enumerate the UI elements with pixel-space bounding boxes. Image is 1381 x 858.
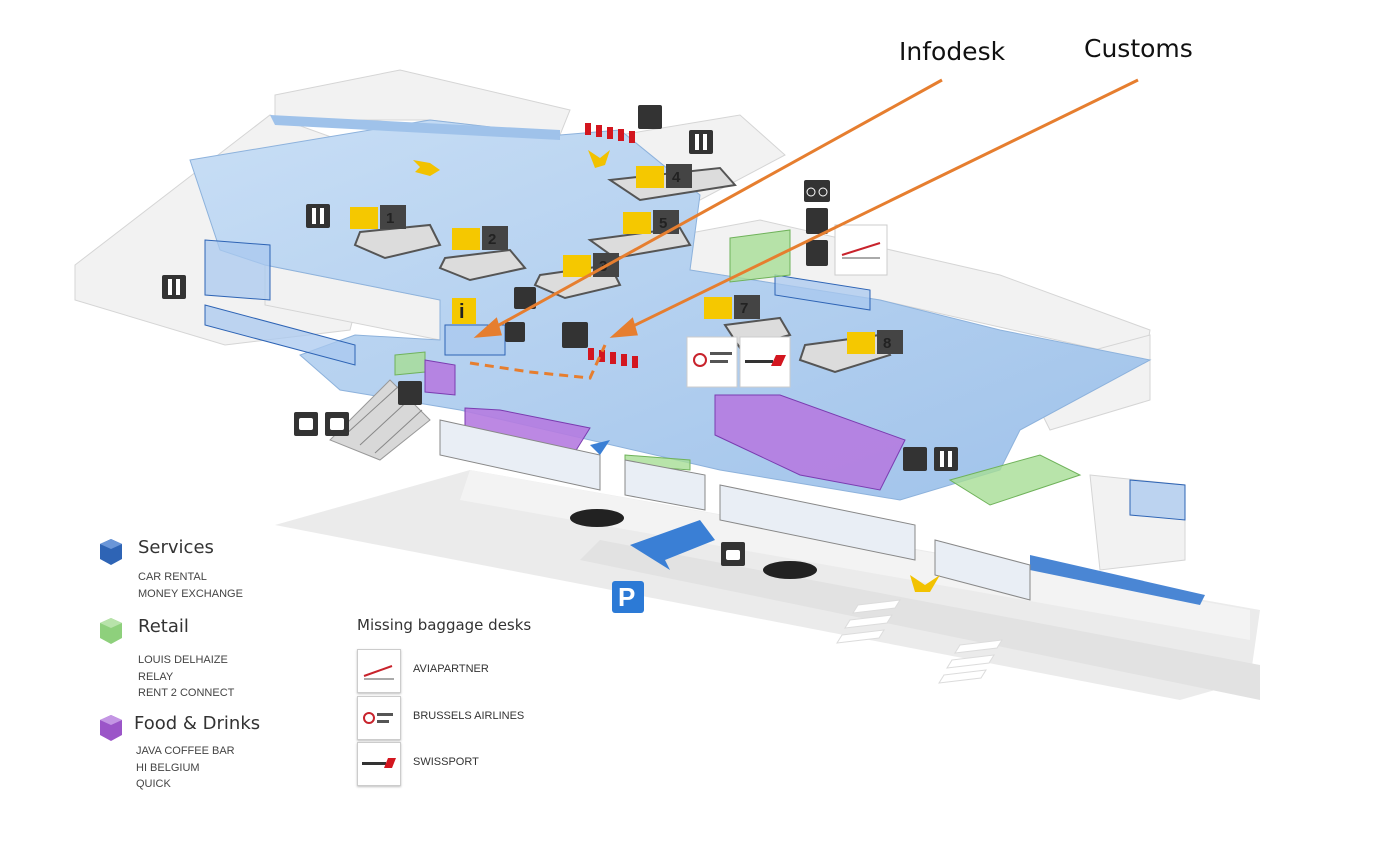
restroom-icon [689, 130, 713, 154]
legend-title: Services [138, 537, 214, 558]
swissport-logo-icon [357, 742, 401, 786]
svg-text:P: P [618, 582, 635, 612]
food-cube-icon [100, 715, 122, 741]
legend-items: CAR RENTAL MONEY EXCHANGE [138, 571, 243, 600]
desk-name: AVIAPARTNER [413, 663, 489, 675]
pictogram-glyphs [168, 134, 952, 560]
ground-area [275, 470, 1260, 700]
svg-text:i: i [459, 301, 465, 323]
callout-arrows [469, 78, 1139, 380]
aviapartner-logo-icon [357, 649, 401, 693]
belt-sign-2: 2 [452, 226, 508, 250]
customs-arrow [624, 78, 1139, 332]
legend-items: JAVA COFFEE BAR HI BELGIUM QUICK [136, 745, 235, 790]
facade [439, 419, 1031, 601]
atm-icon [514, 287, 536, 309]
customs-barrier [585, 123, 638, 368]
customs-route-dashed [469, 344, 607, 380]
services-zones [204, 239, 1186, 521]
belt-number: 2 [488, 231, 496, 248]
phone-icon [505, 322, 525, 342]
parking-icon: P [612, 581, 644, 613]
elevator-icon [903, 447, 927, 471]
belt-number: 1 [386, 210, 394, 227]
belt-number: 8 [883, 335, 891, 352]
belt-number: 7 [740, 300, 748, 317]
direction-arrows [413, 150, 940, 592]
belt-signs: 1 2 3 4 5 7 8 [350, 164, 903, 354]
belt-number: 4 [672, 169, 681, 186]
belt-number: 5 [659, 215, 667, 232]
food-drinks-zones [424, 359, 906, 491]
belt-sign-5: 5 [623, 210, 679, 234]
belt-sign-8: 8 [847, 330, 903, 354]
info-icon: i [452, 298, 476, 324]
belt-sign-4: 4 [636, 164, 692, 188]
infodesk-callout: Infodesk [899, 37, 1006, 66]
belt-sign-7: 7 [704, 295, 760, 319]
desk-name: BRUSSELS AIRLINES [413, 710, 525, 722]
cars [570, 509, 817, 579]
legend-title: Retail [138, 616, 189, 637]
customs-callout: Customs [1084, 34, 1193, 63]
belt-sign-1: 1 [350, 205, 406, 229]
person-icon [806, 208, 828, 234]
bicycle-icon [804, 180, 830, 202]
restroom-icon [306, 204, 330, 228]
exit-icon [638, 105, 662, 129]
brussels-airlines-logo-icon [357, 696, 401, 740]
aviapartner-logo [834, 224, 888, 276]
services-cube-icon [100, 539, 122, 565]
desk-name: SWISSPORT [413, 756, 479, 768]
restroom-icon [162, 275, 186, 299]
arrivals-hall-floor [189, 115, 1205, 605]
baggage-trolley-icon [806, 240, 828, 266]
infodesk-arrow [489, 78, 943, 332]
brussels-airlines-logo [686, 336, 738, 388]
legend-title: Food & Drinks [134, 713, 261, 734]
restroom-icon [934, 447, 958, 471]
swissport-logo [739, 336, 791, 388]
retail-cube-icon [100, 618, 122, 644]
crosswalks [836, 599, 1003, 684]
lost-baggage-icon [562, 322, 588, 348]
legend-items: LOUIS DELHAIZE RELAY RENT 2 CONNECT [138, 654, 235, 699]
entrance-arrow [590, 440, 715, 570]
missing-baggage-title: Missing baggage desks [357, 616, 532, 634]
elevator-icon [398, 381, 422, 405]
